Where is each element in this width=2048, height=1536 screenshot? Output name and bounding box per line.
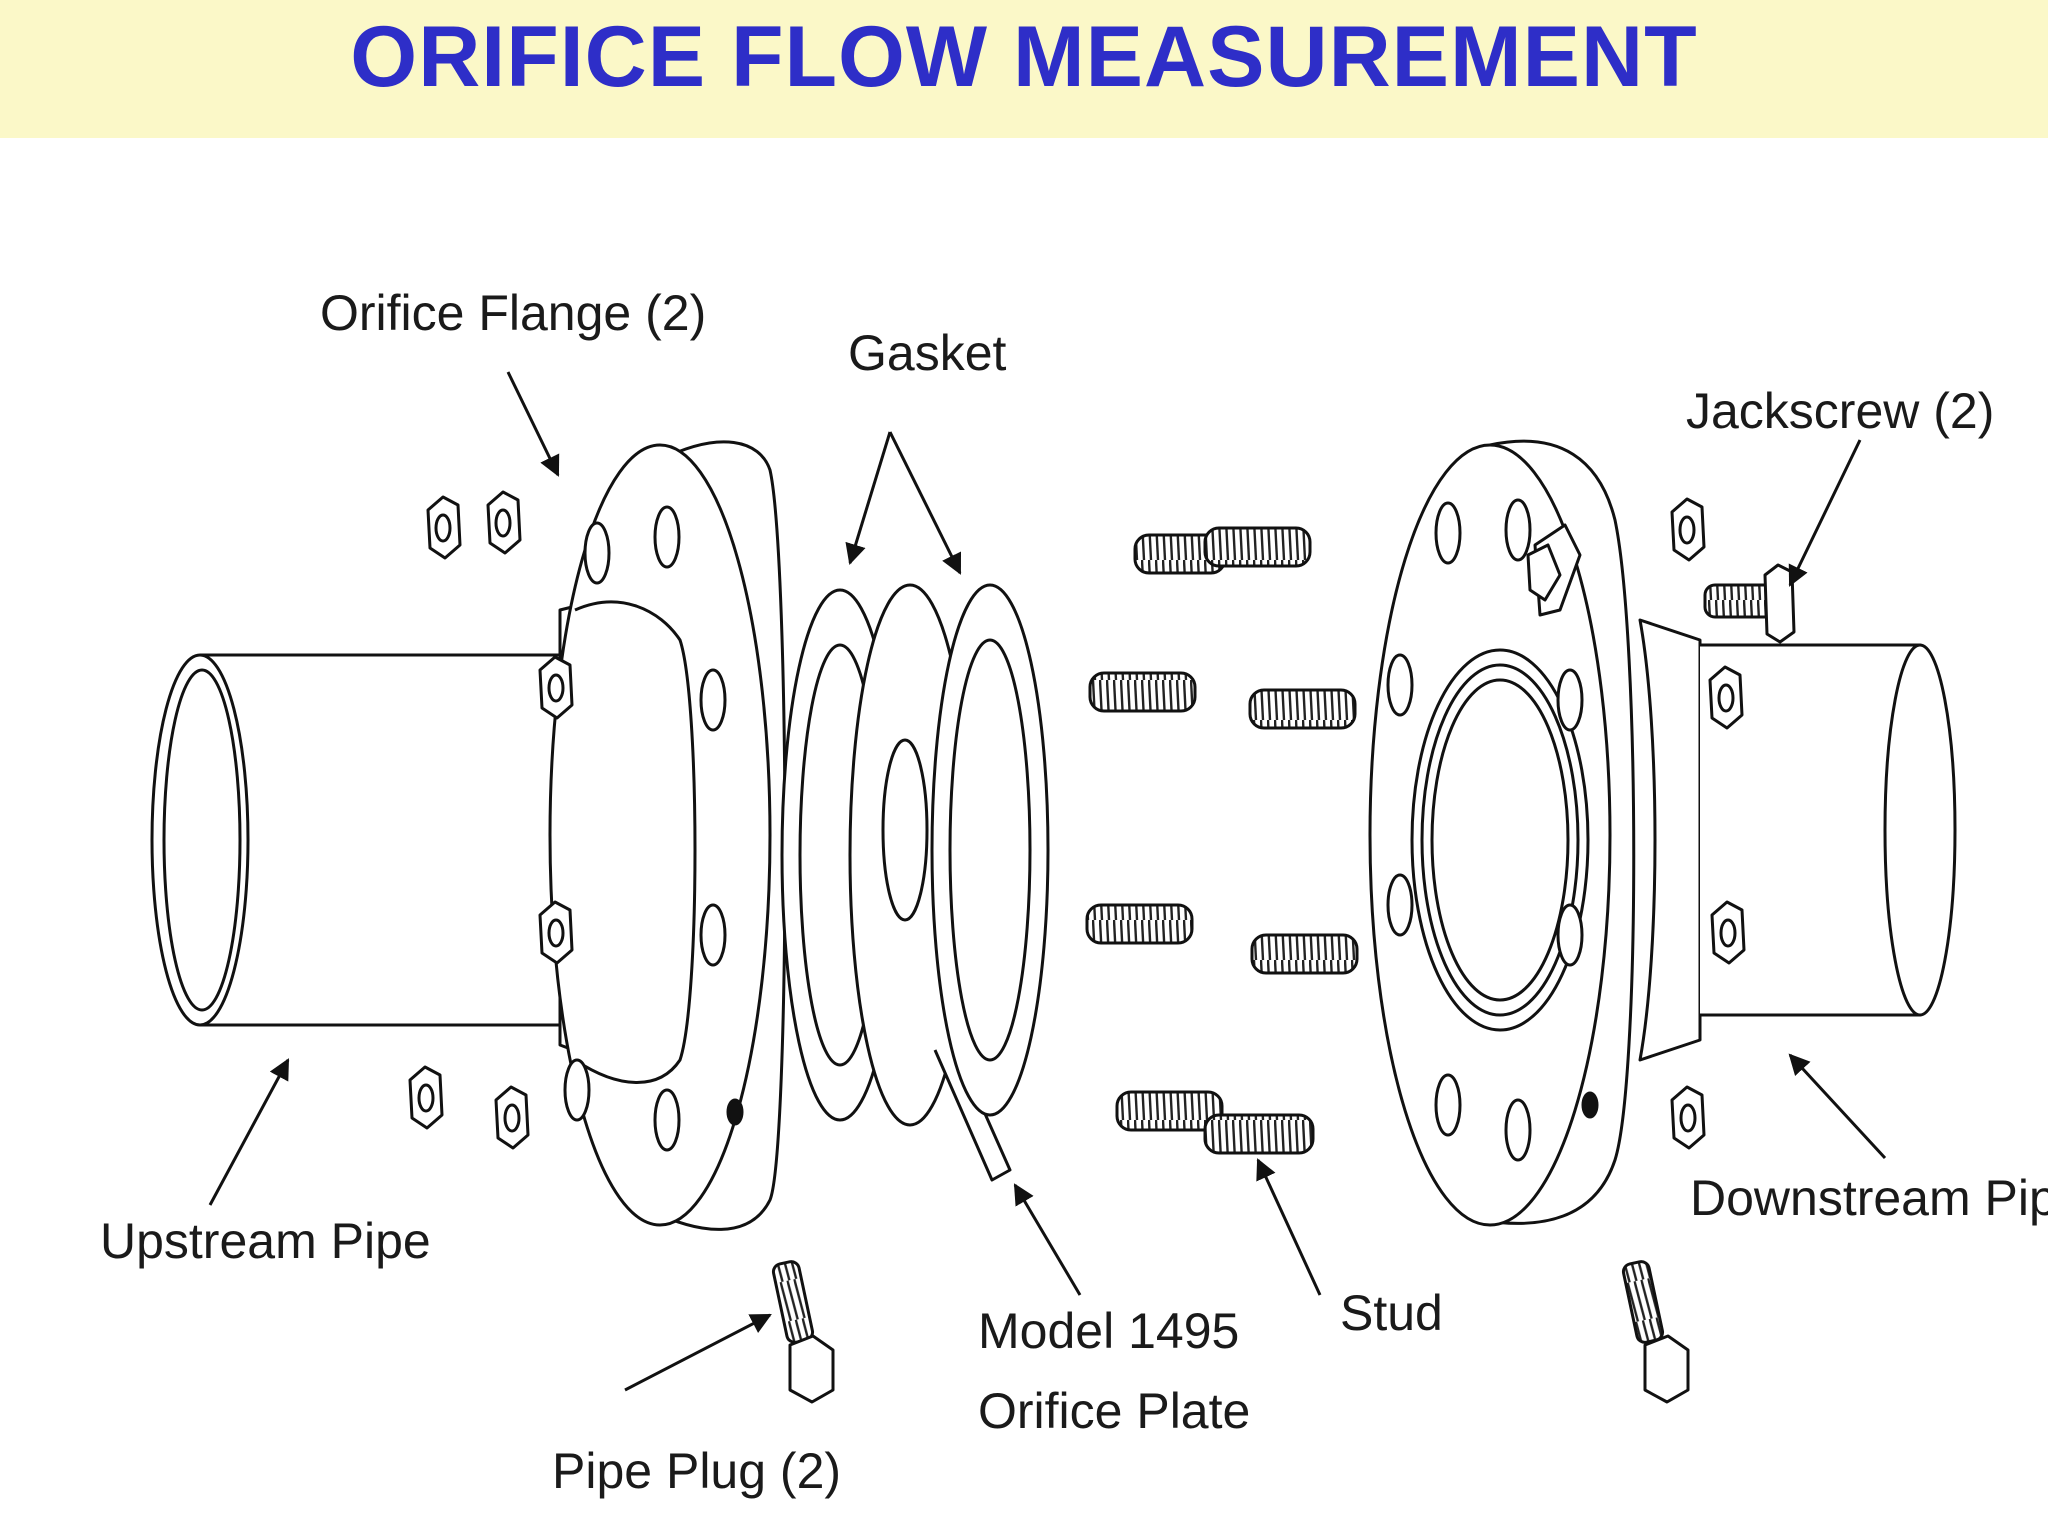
- title-bar: ORIFICE FLOW MEASUREMENT: [0, 0, 2048, 138]
- stud: [1088, 671, 1197, 713]
- stud: [1250, 933, 1359, 975]
- label-pipe-plug: Pipe Plug (2): [552, 1443, 841, 1499]
- jackscrew: [1703, 563, 1796, 644]
- stud: [1133, 526, 1312, 575]
- pipe-plug: [771, 1260, 835, 1404]
- pipe-plug: [1621, 1260, 1690, 1404]
- label-upstream-pipe: Upstream Pipe: [100, 1213, 431, 1269]
- downstream-pipe: [1700, 643, 1957, 1017]
- label-orifice-flange: Orifice Flange (2): [320, 285, 706, 341]
- hex-nut: [538, 900, 574, 965]
- orifice-flange-arrow: [506, 371, 560, 477]
- hex-nut: [1670, 1085, 1706, 1150]
- hex-nut: [1670, 497, 1706, 562]
- downstream-orifice-flange: [1368, 439, 1636, 1227]
- hex-nut: [486, 490, 522, 555]
- stud: [1085, 903, 1194, 945]
- upstream-pipe-arrow: [208, 1058, 290, 1206]
- label-orifice-plate-line1: Model 1495: [978, 1303, 1239, 1359]
- stud-arrow: [1256, 1158, 1322, 1296]
- page-title: ORIFICE FLOW MEASUREMENT: [350, 9, 1698, 105]
- label-stud: Stud: [1340, 1285, 1443, 1341]
- upstream-orifice-flange: [548, 440, 787, 1231]
- orifice-assembly-diagram: Orifice Flange (2) Gasket Jackscrew (2) …: [100, 285, 2048, 1499]
- hex-nut: [1710, 900, 1746, 965]
- hex-nut: [494, 1085, 530, 1150]
- downstream-pipe-arrow: [1788, 1053, 1887, 1160]
- hex-nut: [408, 1065, 444, 1130]
- label-gasket: Gasket: [848, 325, 1007, 381]
- gasket-arrow-right: [888, 431, 962, 575]
- label-downstream-pipe: Downstream Pipe: [1690, 1170, 2048, 1226]
- orifice-plate-arrow: [1013, 1183, 1082, 1296]
- stud: [1115, 1090, 1315, 1155]
- gasket-arrow-left: [845, 431, 892, 566]
- pipe-plug-arrow: [624, 1313, 772, 1392]
- gasket-back: [930, 583, 1050, 1117]
- hex-nut: [1708, 665, 1744, 730]
- label-orifice-plate-line2: Orifice Plate: [978, 1383, 1250, 1439]
- downstream-flange-hub: [1638, 618, 1702, 1062]
- upstream-pipe: [150, 653, 562, 1027]
- hex-nut: [426, 495, 462, 560]
- stud: [1248, 688, 1357, 730]
- jackscrew: [1526, 543, 1562, 602]
- hex-nut: [538, 655, 574, 720]
- label-jackscrew: Jackscrew (2): [1686, 383, 1994, 439]
- jackscrew-arrow: [1788, 439, 1862, 587]
